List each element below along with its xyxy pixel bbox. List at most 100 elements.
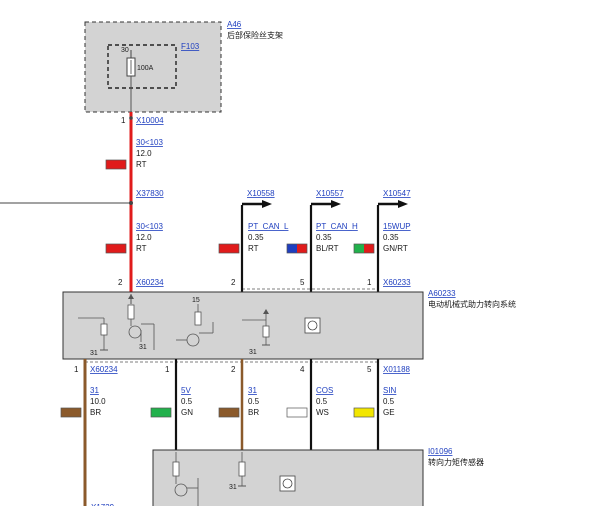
swatch-segment <box>297 244 307 253</box>
wire-w4-name[interactable]: PT_CAN_H <box>316 222 358 231</box>
wire-w10-name[interactable]: SIN <box>383 386 397 395</box>
module-a60233-link[interactable]: A60233 <box>428 289 456 298</box>
x60234-bot-pin: 1 <box>74 365 79 374</box>
wire-w7-size: 0.5 <box>181 397 193 406</box>
wire-w6-color: BR <box>90 408 101 417</box>
swatch-segment <box>287 408 307 417</box>
x01188-pin-b: 2 <box>231 365 236 374</box>
wire-w7-name[interactable]: 5V <box>181 386 191 395</box>
sensor-i01096: 31 <box>152 449 424 506</box>
wire-w4-swatch <box>286 243 308 254</box>
wire-w2-color: RT <box>136 244 147 253</box>
sensor-i01096-desc: 转向力矩传感器 <box>428 457 484 467</box>
x10557-link[interactable]: X10557 <box>316 189 344 198</box>
arrow-x10557 <box>331 200 341 208</box>
swatch-segment <box>354 244 364 253</box>
swatch-segment <box>106 244 126 253</box>
swatch-segment <box>354 408 374 417</box>
x10004-pin: 1 <box>121 116 126 125</box>
swatch-border <box>286 407 308 418</box>
wire-w6-swatch <box>60 407 82 418</box>
swatch-segment <box>219 408 239 417</box>
fuse-box-id-link[interactable]: A46 <box>227 20 242 29</box>
swatch-border <box>150 407 172 418</box>
swatch-segment <box>151 408 171 417</box>
swatch-border <box>105 159 127 170</box>
fuse-id-link[interactable]: F103 <box>181 42 200 51</box>
wire-w8-color: BR <box>248 408 259 417</box>
wire-w1-size: 12.0 <box>136 149 152 158</box>
wire-w4-size: 0.35 <box>316 233 332 242</box>
wire-w2-size: 12.0 <box>136 233 152 242</box>
swatch-border <box>353 407 375 418</box>
fuse-pin-label: 30 <box>121 47 129 54</box>
wire-w3-size: 0.35 <box>248 233 264 242</box>
x60234-top-link[interactable]: X60234 <box>136 278 164 287</box>
wire-w3-name[interactable]: PT_CAN_L <box>248 222 289 231</box>
wire-w8-name[interactable]: 31 <box>248 386 257 395</box>
sensor-gnd: 31 <box>229 484 237 491</box>
wire-w10-color: GE <box>383 408 395 417</box>
module-gnd-a: 31 <box>90 350 98 357</box>
wire-w7-color: GN <box>181 408 193 417</box>
wire-w1-swatch <box>105 159 127 170</box>
wire-w1-color: RT <box>136 160 147 169</box>
module-gnd-c: 31 <box>249 349 257 356</box>
wire-w5-swatch <box>353 243 375 254</box>
wire-w2-name[interactable]: 30<103 <box>136 222 163 231</box>
swatch-segment <box>219 244 239 253</box>
swatch-segment <box>287 244 297 253</box>
wire-w2-swatch <box>105 243 127 254</box>
wire-w6-size: 10.0 <box>90 397 106 406</box>
wire-w5-color: GN/RT <box>383 244 408 253</box>
module-internal-15: 15 <box>192 297 200 304</box>
fuse-box-desc: 后部保险丝支架 <box>227 30 283 40</box>
wire-w10-swatch <box>353 407 375 418</box>
wire-w7-swatch <box>150 407 172 418</box>
swatch-border <box>218 243 240 254</box>
x37830-link[interactable]: X37830 <box>136 189 164 198</box>
module-a60233: 31 31 15 31 <box>62 291 424 360</box>
arrow-x10547 <box>398 200 408 208</box>
x10547-link[interactable]: X10547 <box>383 189 411 198</box>
bottom-cut-connector-link[interactable]: X1739 <box>91 503 115 506</box>
wire-w10-size: 0.5 <box>383 397 395 406</box>
x60233-pin-mid: 5 <box>300 278 305 287</box>
x01188-pin-d: 5 <box>367 365 372 374</box>
fuse-box-a46: 30 100A F103 <box>84 21 222 113</box>
x60233-pin-right: 1 <box>367 278 372 287</box>
wire-w9-size: 0.5 <box>316 397 328 406</box>
wire-w6-name[interactable]: 31 <box>90 386 99 395</box>
wire-w4-color: BL/RT <box>316 244 339 253</box>
x01188-pin-a: 1 <box>165 365 170 374</box>
sensor-component-icon <box>279 475 296 492</box>
x60233-link[interactable]: X60233 <box>383 278 411 287</box>
wire-w5-size: 0.35 <box>383 233 399 242</box>
wire-w1-name[interactable]: 30<103 <box>136 138 163 147</box>
swatch-segment <box>364 244 374 253</box>
swatch-border <box>105 243 127 254</box>
swatch-segment <box>106 160 126 169</box>
x60233-pin-left: 2 <box>231 278 236 287</box>
swatch-border <box>286 243 308 254</box>
x01188-link[interactable]: X01188 <box>383 365 411 374</box>
wire-w3-color: RT <box>248 244 259 253</box>
wire-w9-name[interactable]: COS <box>316 386 333 395</box>
sensor-i01096-link[interactable]: I01096 <box>428 447 453 456</box>
swatch-border <box>60 407 82 418</box>
x10004-link[interactable]: X10004 <box>136 116 164 125</box>
wire-w9-color: WS <box>316 408 329 417</box>
arrow-x10558 <box>262 200 272 208</box>
module-gnd-b: 31 <box>139 344 147 351</box>
module-component-icon <box>304 317 321 334</box>
x60234-bot-link[interactable]: X60234 <box>90 365 118 374</box>
swatch-segment <box>61 408 81 417</box>
wire-w5-name[interactable]: 15WUP <box>383 222 411 231</box>
splice-dot-x37830 <box>129 201 133 205</box>
wire-w3-swatch <box>218 243 240 254</box>
connector-dot-x10004 <box>129 116 133 120</box>
x10558-link[interactable]: X10558 <box>247 189 275 198</box>
x60234-top-pin: 2 <box>118 278 123 287</box>
swatch-border <box>353 243 375 254</box>
module-a60233-desc: 电动机械式助力转向系统 <box>428 299 516 309</box>
